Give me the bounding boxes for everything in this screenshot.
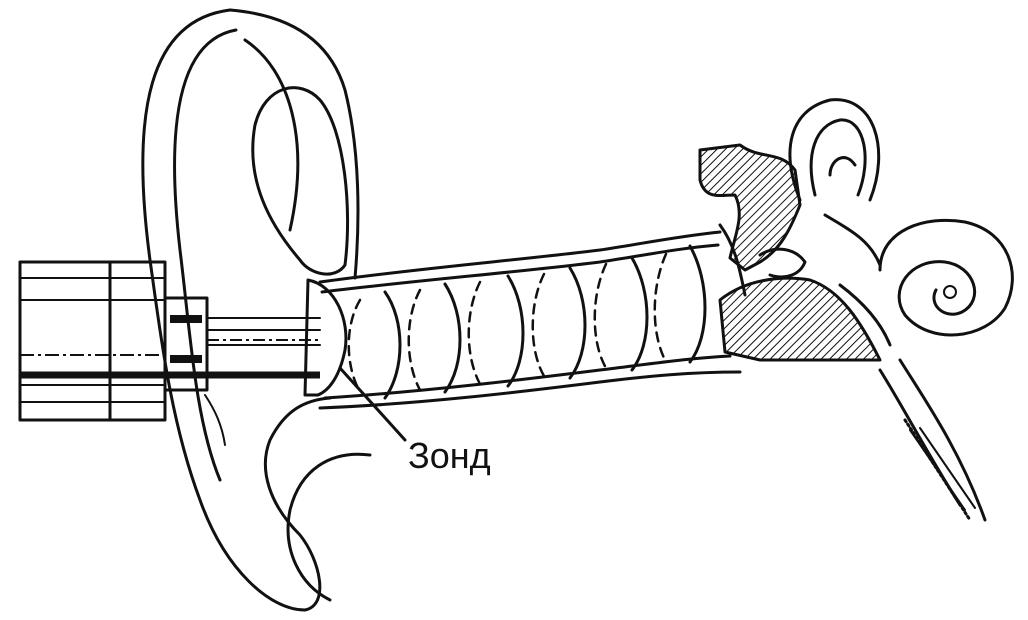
ear-canal: [305, 232, 740, 408]
probe-label: Зонд: [408, 438, 491, 474]
semicircular-canals: [790, 100, 880, 265]
pinna: [143, 10, 370, 610]
auditory-nerve: [880, 360, 985, 520]
cochlea: [840, 220, 1012, 345]
middle-ear: [700, 145, 880, 360]
